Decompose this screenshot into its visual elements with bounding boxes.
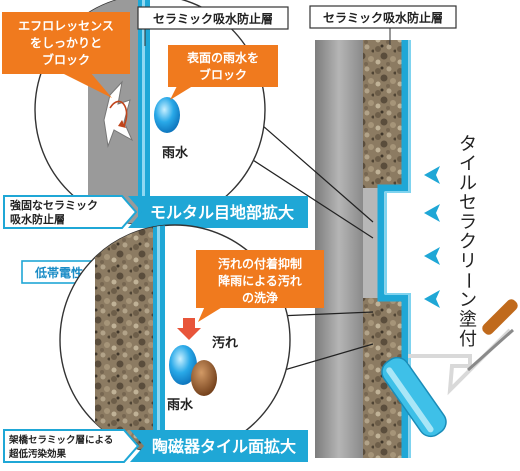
vertical-char: 付 <box>459 329 477 350</box>
arrow-2 <box>424 204 440 222</box>
svg-text:超低汚染効果: 超低汚染効果 <box>8 448 67 460</box>
svg-text:吸水防止層: 吸水防止層 <box>10 212 65 226</box>
coating-highlight <box>385 40 411 458</box>
ceramic-coating-layer <box>377 40 409 458</box>
vertical-char: ン <box>459 290 477 311</box>
dirt-particle <box>191 360 217 396</box>
label-top-layer: セラミック吸水防止層 <box>137 6 289 46</box>
rain-label-top: 雨水 <box>162 145 189 161</box>
callout-rain: 表面の雨水を ブロック <box>168 45 278 100</box>
svg-text:表面の雨水を: 表面の雨水を <box>186 50 259 65</box>
badge-top: 強固なセラミック 吸水防止層 <box>3 195 138 229</box>
vertical-char: ラ <box>459 212 477 233</box>
vertical-char: イ <box>459 154 477 175</box>
arrow-1 <box>424 166 440 184</box>
svg-text:架橋セラミック層による: 架橋セラミック層による <box>8 434 113 446</box>
raindrop-bottom <box>169 345 197 385</box>
svg-text:の洗浄: の洗浄 <box>242 290 278 305</box>
down-arrow-icon <box>177 318 201 340</box>
raindrop-top <box>154 97 180 133</box>
rain-label-bottom: 雨水 <box>167 397 194 413</box>
vertical-char: リ <box>459 251 477 272</box>
arrow-4 <box>424 290 440 308</box>
vertical-char: ー <box>457 272 478 290</box>
dirt-label: 汚れ <box>212 335 238 351</box>
vertical-char: ル <box>459 173 477 194</box>
svg-text:汚れの付着抑制: 汚れの付着抑制 <box>218 256 302 271</box>
label-top-text: セラミック吸水防止層 <box>153 11 273 26</box>
vertical-char: セ <box>459 193 477 214</box>
tile-upper <box>363 40 405 188</box>
paint-roller-icon <box>381 299 518 438</box>
badge-bottom: 架橋セラミック層による 超低汚染効果 <box>3 429 140 463</box>
banner-bottom-text: 陶磁器タイル面拡大 <box>152 437 296 456</box>
callout-efflorescence: エフロレッセンス をしっかりと ブロック <box>2 12 130 98</box>
vertical-char: タ <box>459 134 477 155</box>
svg-text:ブロック: ブロック <box>42 52 90 67</box>
banner-top-text: モルタル目地部拡大 <box>150 203 294 222</box>
arrow-3 <box>424 247 440 265</box>
svg-text:強固なセラミック: 強固なセラミック <box>10 198 98 212</box>
svg-text:エフロレッセンス: エフロレッセンス <box>18 19 114 33</box>
vertical-char: 塗 <box>459 309 477 331</box>
mortar-joint <box>363 188 381 298</box>
label-right-layer: セラミック吸水防止層 <box>309 5 457 45</box>
vertical-char: ク <box>459 232 477 253</box>
spray-arrows <box>424 166 440 308</box>
svg-text:降雨による汚れ: 降雨による汚れ <box>218 273 302 288</box>
concrete-wall <box>315 40 363 458</box>
banner-top: モルタル目地部拡大 <box>128 196 308 228</box>
svg-text:をしっかりと: をしっかりと <box>30 36 102 50</box>
banner-bottom: 陶磁器タイル面拡大 <box>130 430 308 462</box>
label-right-text: セラミック吸水防止層 <box>323 10 443 25</box>
callout-dirt: 汚れの付着抑制 降雨による汚れ の洗浄 <box>196 250 324 322</box>
svg-text:ブロック: ブロック <box>199 67 247 82</box>
